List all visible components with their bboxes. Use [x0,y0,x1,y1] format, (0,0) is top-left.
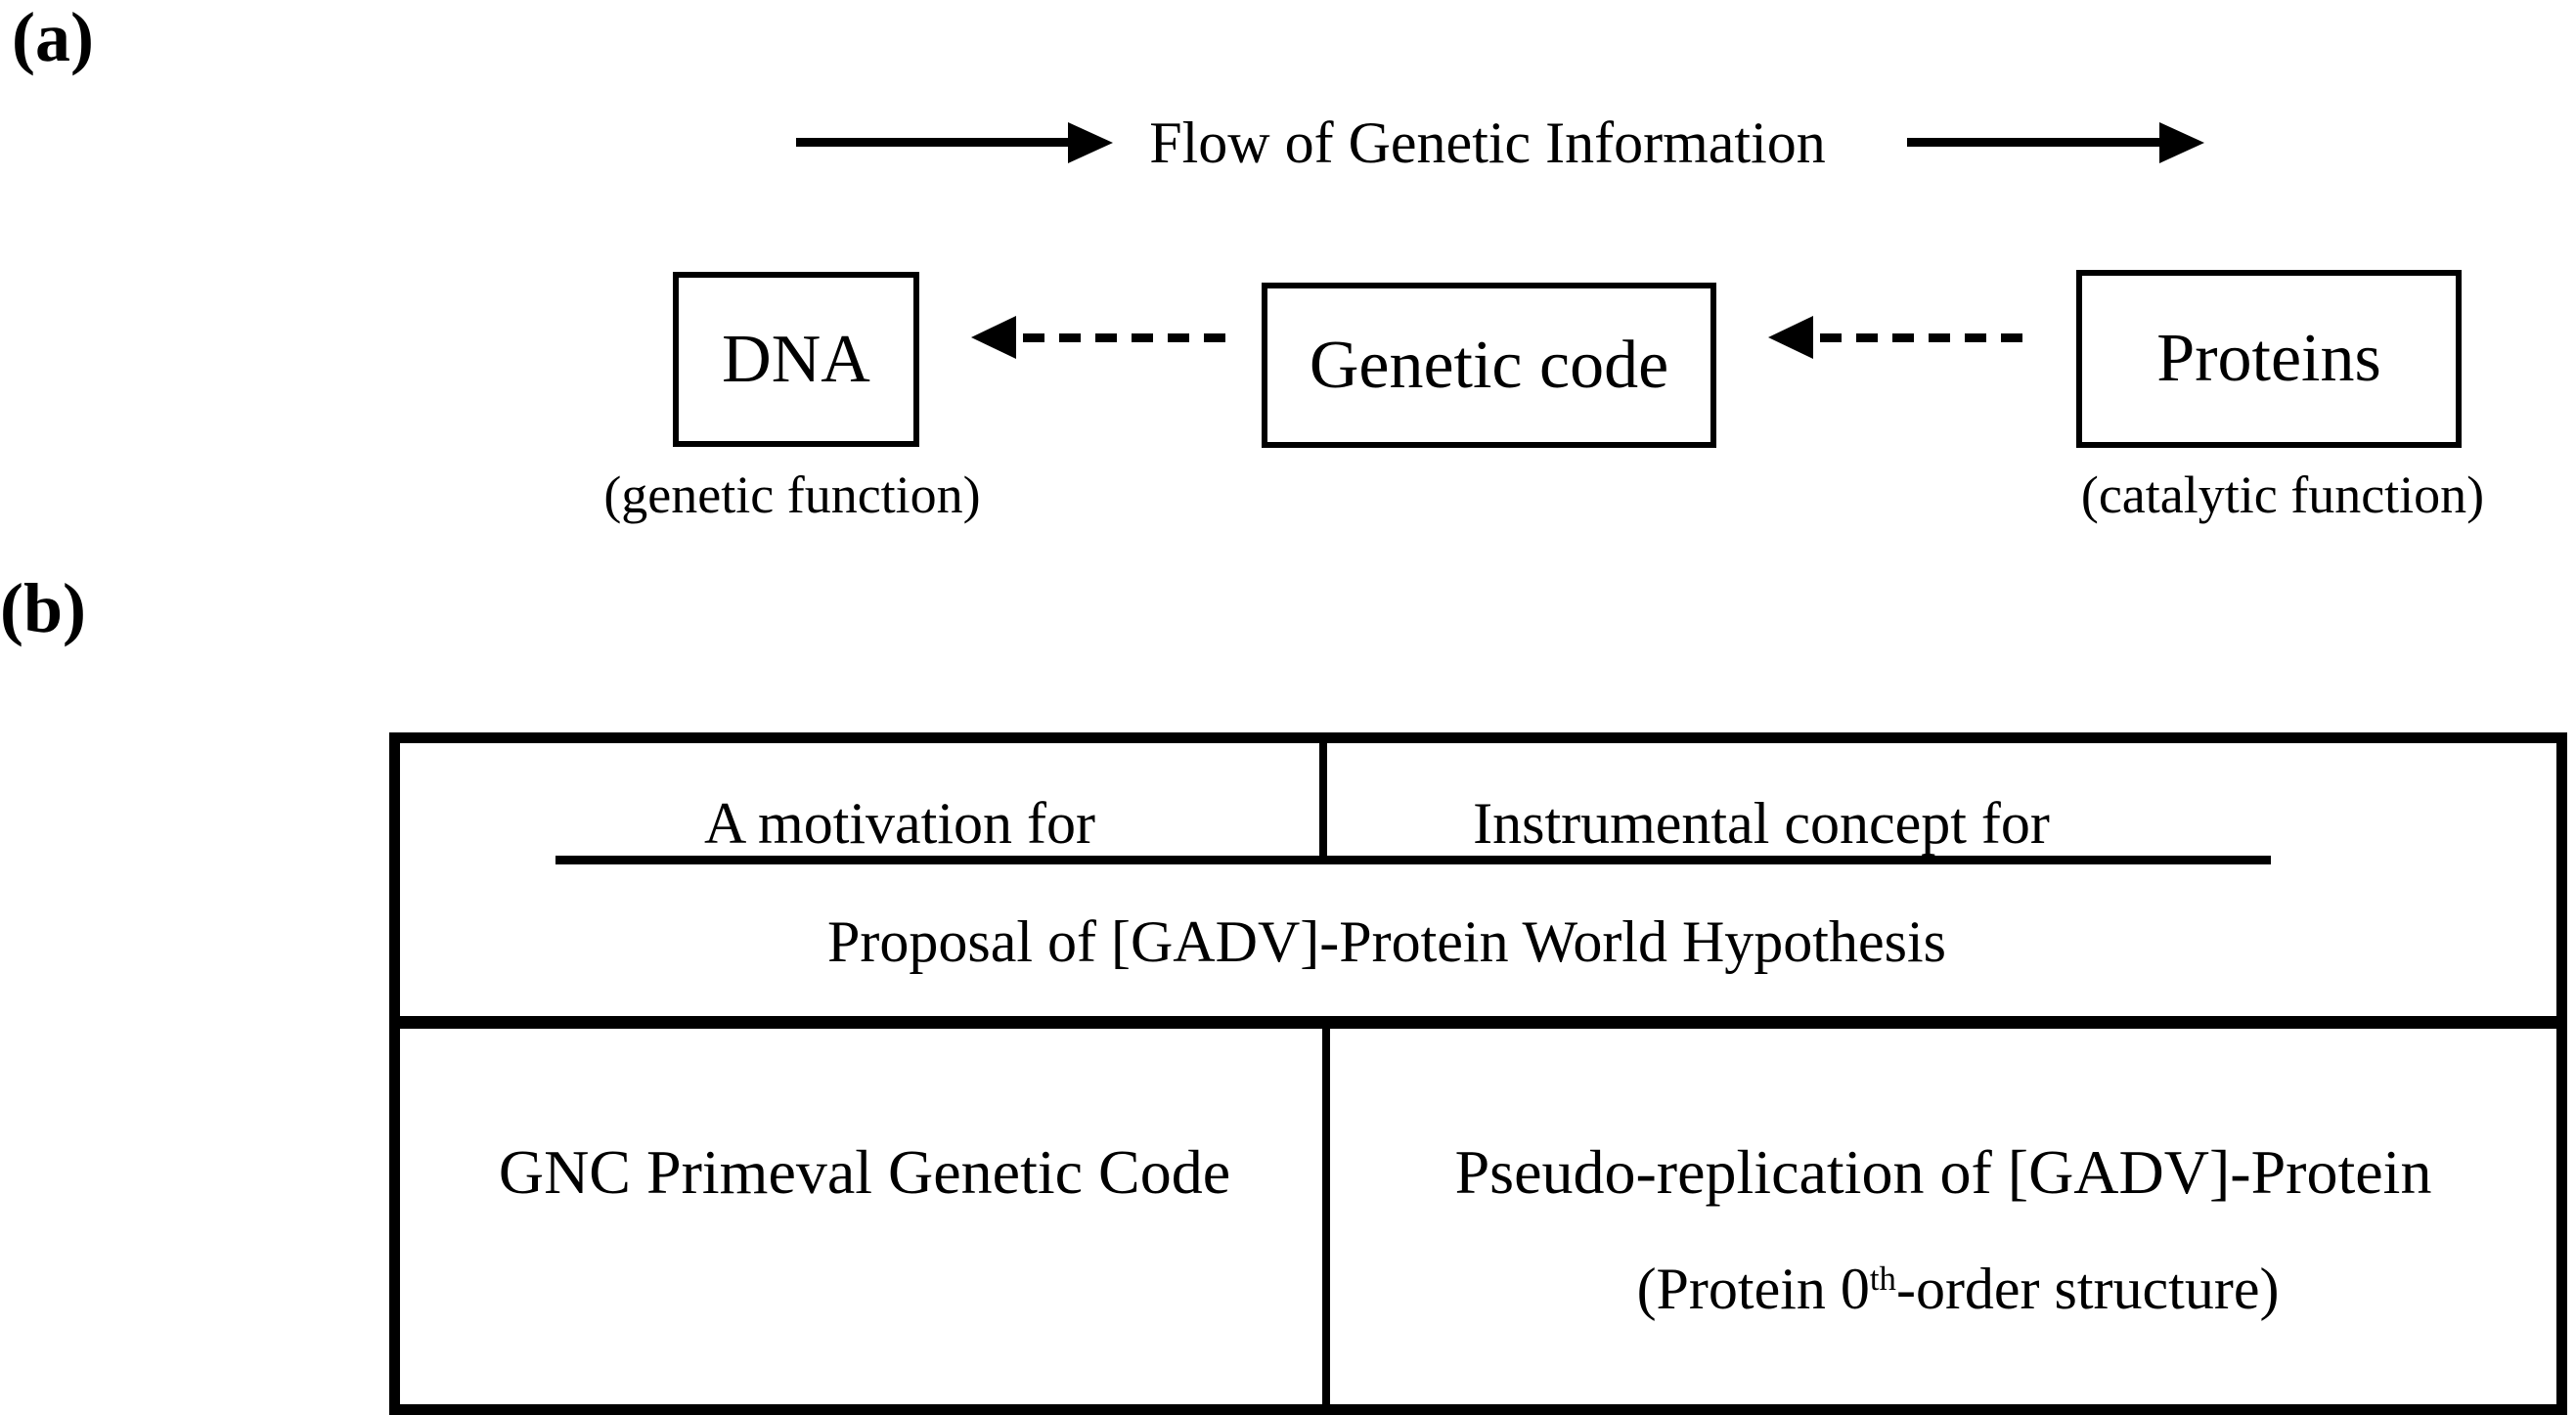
dashed-line-proteins-to-genetic-icon [1820,333,2025,342]
genetic-code-label: Genetic code [1309,327,1669,403]
dashed-line-genetic-to-dna-icon [1023,333,1238,342]
table-cell-pseudo-replication: Pseudo-replication of [GADV]-Protein [1454,1137,2432,1207]
protein-structure-pre: (Protein 0 [1636,1257,1870,1321]
table-header-left: A motivation for [704,791,1095,856]
protein-structure-superscript: th [1869,1259,1896,1298]
table-cell-protein-structure: (Protein 0th-order structure) [1637,1260,2280,1318]
dna-label: DNA [722,321,870,397]
genetic-code-box: Genetic code [1262,283,1716,448]
table-middle-divider [389,1016,2567,1029]
table-cell-gnc: GNC Primeval Genetic Code [498,1137,1231,1207]
table-header-right: Instrumental concept for [1473,791,2050,856]
proteins-caption: (catalytic function) [2080,465,2485,524]
proteins-label: Proteins [2156,321,2381,396]
dashed-arrowhead-proteins-to-genetic-icon [1768,316,1813,359]
panel-b-label: (b) [0,569,86,647]
table-header-divider [1319,732,1327,864]
dna-caption: (genetic function) [603,465,981,524]
panel-a-label: (a) [12,0,94,76]
table-bottom-divider [1322,1029,1330,1415]
proteins-box: Proteins [2076,270,2462,448]
dna-box: DNA [673,272,919,447]
flow-left-arrowhead-icon [1068,122,1113,163]
protein-structure-post: -order structure) [1895,1257,2280,1321]
flow-right-arrowhead-icon [2159,122,2204,163]
dashed-arrowhead-genetic-to-dna-icon [971,316,1016,359]
table-header-underline [555,856,2271,864]
hypothesis-table [389,732,2567,1415]
flow-left-arrow-line-icon [796,138,1074,147]
flow-title: Flow of Genetic Information [1149,111,1826,175]
flow-right-arrow-line-icon [1907,138,2163,147]
table-proposal-text: Proposal of [GADV]-Protein World Hypothe… [827,909,1946,974]
